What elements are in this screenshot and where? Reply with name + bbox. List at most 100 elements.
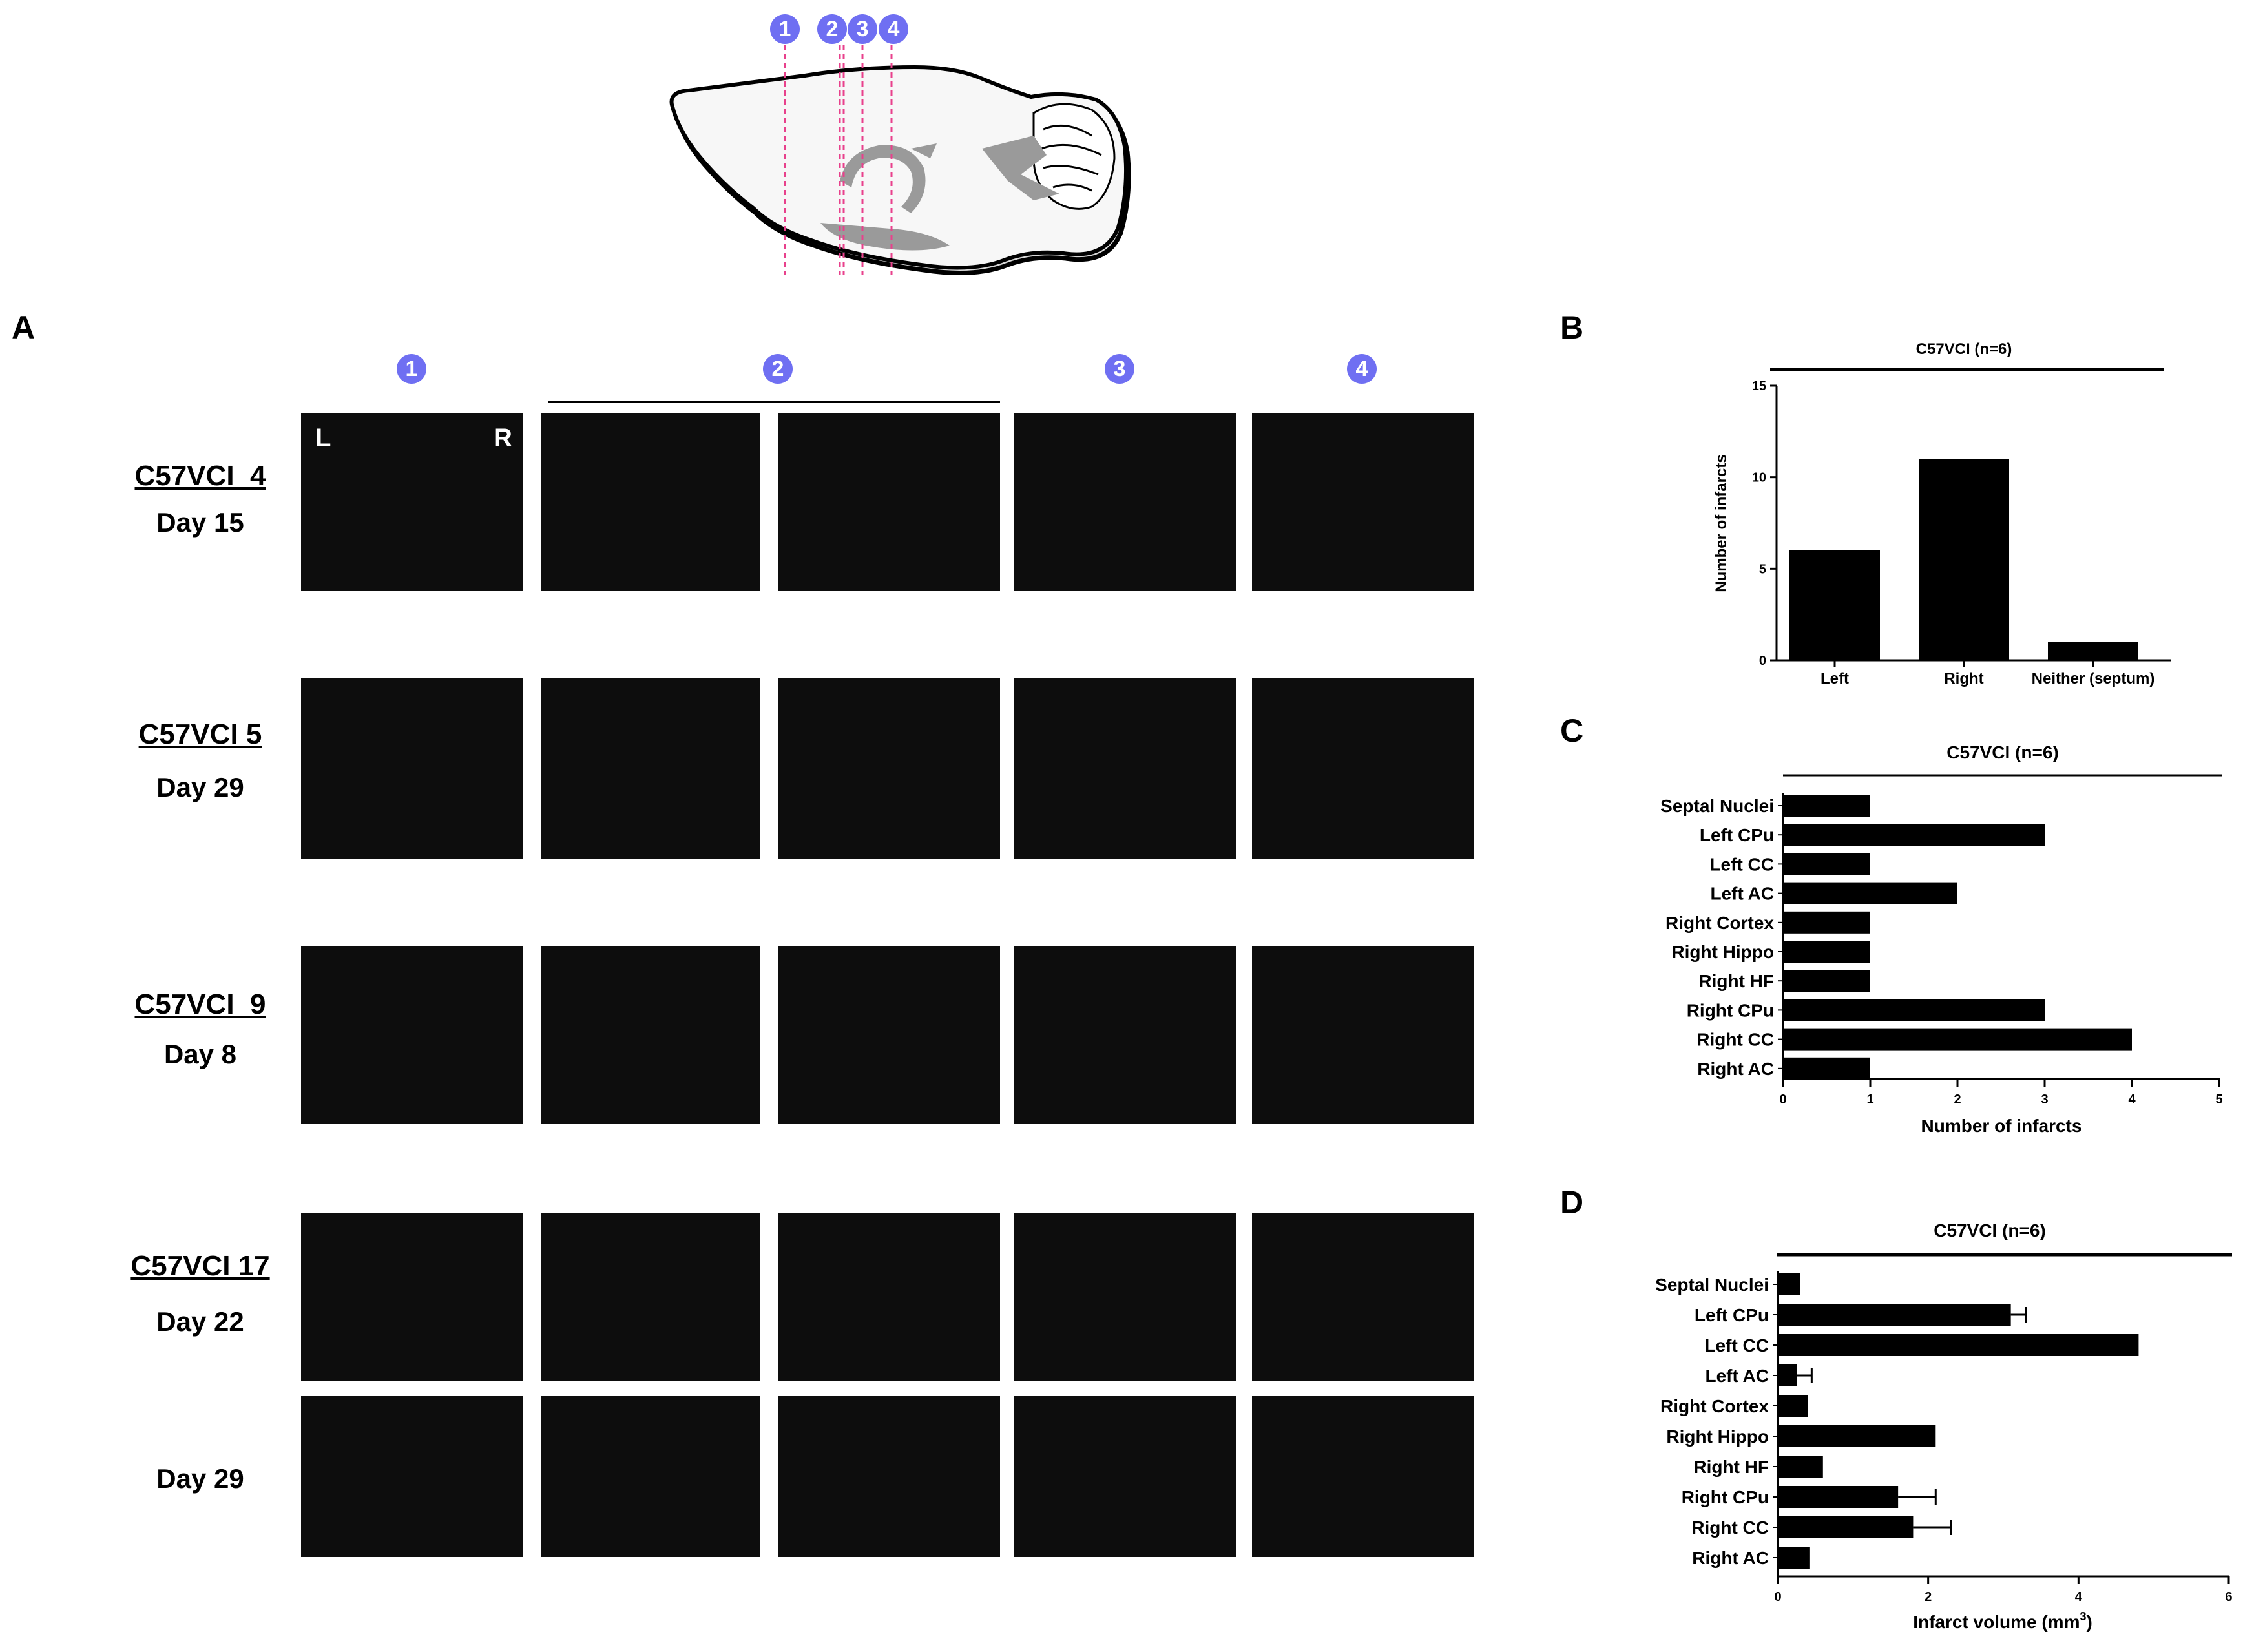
chart-c-bar [1783, 1028, 2132, 1051]
chart-c-bar [1783, 795, 1870, 817]
chart-c-category-label: Right HF [1698, 971, 1774, 991]
row-4-day: Day 22 [156, 1306, 244, 1337]
panel-label-d: D [1560, 1184, 1584, 1220]
mri-slice-row5-section1 [301, 1396, 523, 1557]
chart-c-bar [1783, 970, 1870, 992]
chart-c-xtick-label: 5 [2215, 1093, 2222, 1107]
chart-c-category-label: Right AC [1697, 1059, 1774, 1079]
chart-c-bar [1783, 824, 2045, 846]
mri-slice-row4-section2 [541, 1213, 760, 1381]
chart-c-xtick-label: 1 [1866, 1093, 1873, 1107]
chart-d-category-label: Right Hippo [1666, 1427, 1769, 1447]
mri-slice-row2-section1 [301, 678, 523, 859]
mri-slice-row5-section3 [778, 1396, 1000, 1557]
mri-slice-row3-section4 [1014, 946, 1236, 1124]
column-marker-3: 3 [1105, 354, 1134, 384]
chart-c-category-label: Right Cortex [1665, 913, 1774, 933]
row-1-mouse-id: C57VCI_4 [134, 460, 266, 492]
chart-d-xtick-label: 4 [2075, 1590, 2083, 1604]
chart-c-xtick-label: 0 [1779, 1093, 1786, 1107]
row-3-mouse-id: C57VCI_9 [134, 988, 266, 1020]
chart-b-ytick-label: 15 [1752, 379, 1766, 393]
row-1-day: Day 15 [156, 507, 244, 538]
chart-d-category-label: Right CPu [1682, 1487, 1769, 1507]
row-2-mouse-id: C57VCI 5 [138, 718, 262, 750]
chart-b-bar [2048, 642, 2138, 660]
mri-slice-row4-section5 [1252, 1213, 1474, 1381]
chart-d-title: C57VCI (n=6) [1934, 1220, 2046, 1240]
left-hemisphere-label: L [315, 424, 331, 452]
chart-c-category-label: Septal Nuclei [1660, 796, 1774, 816]
chart-c-bar [1783, 999, 2045, 1021]
row-3-day: Day 8 [163, 1039, 237, 1069]
mri-slice-row3-section3 [778, 946, 1000, 1124]
chart-d-bar [1778, 1486, 1899, 1508]
chart-b-category-label: Neither (septum) [2032, 670, 2155, 687]
section-marker-4: 4 [879, 14, 908, 44]
mri-slice-row1-section3 [778, 413, 1000, 591]
chart-d-category-label: Left AC [1705, 1366, 1769, 1386]
chart-c-xtick-label: 4 [2128, 1093, 2136, 1107]
chart-c-bar [1783, 941, 1870, 963]
chart-d-bar [1778, 1334, 2139, 1356]
column-marker-4: 4 [1347, 354, 1377, 384]
chart-d-bar [1778, 1456, 1823, 1478]
panel-label-c: C [1560, 713, 1584, 749]
row-5-day: Day 29 [156, 1463, 244, 1494]
chart-d-x-axis-label: Infarct volume (mm3) [1913, 1610, 2092, 1632]
mri-slice-row1-section4 [1014, 413, 1236, 591]
chart-c-category-label: Left CPu [1700, 825, 1774, 845]
chart-c-bar [1783, 882, 1957, 904]
chart-c-category-label: Right CC [1696, 1030, 1774, 1050]
mri-slice-row5-section4 [1014, 1396, 1236, 1557]
chart-c-title: C57VCI (n=6) [1946, 742, 2059, 762]
chart-d-bar [1778, 1395, 1808, 1417]
chart-b-category-label: Right [1944, 670, 1983, 687]
section-marker-3: 3 [848, 14, 877, 44]
panel-label-a: A [12, 309, 36, 346]
chart-d-category-label: Septal Nuclei [1655, 1275, 1769, 1295]
chart-d-xtick-label: 0 [1774, 1590, 1781, 1604]
chart-c-xtick-label: 3 [2041, 1093, 2048, 1107]
chart-c-category-label: Left AC [1710, 884, 1774, 904]
row-4-mouse-id: C57VCI 17 [130, 1250, 270, 1282]
mri-slice-row5-section5 [1252, 1396, 1474, 1557]
mri-slice-row2-section4 [1014, 678, 1236, 859]
mri-slice-row1-section1 [301, 413, 523, 591]
chart-d-bar [1778, 1516, 1914, 1538]
chart-b-title: C57VCI (n=6) [1916, 340, 2012, 358]
mri-slice-row3-section2 [541, 946, 760, 1124]
right-hemisphere-label: R [494, 424, 512, 452]
chart-c-bar [1783, 1057, 1870, 1080]
section-marker-1: 1 [770, 14, 800, 44]
chart-b-y-axis-label: Number of infarcts [1713, 454, 1730, 592]
mri-slice-row1-section2 [541, 413, 760, 591]
mri-slice-row2-section2 [541, 678, 760, 859]
chart-d-category-label: Left CC [1704, 1335, 1769, 1355]
chart-d-category-label: Left CPu [1695, 1305, 1769, 1325]
section-marker-2: 2 [817, 14, 847, 44]
chart-d-bar [1778, 1273, 1800, 1295]
chart-d-bar [1778, 1304, 2011, 1326]
chart-d-bar [1778, 1364, 1797, 1386]
chart-d-xtick-label: 6 [2225, 1590, 2232, 1604]
chart-b-bar [1789, 550, 1880, 660]
mri-slice-row2-section3 [778, 678, 1000, 859]
chart-c-xtick-label: 2 [1954, 1093, 1961, 1107]
chart-b-category-label: Left [1820, 670, 1849, 687]
chart-d-category-label: Right AC [1692, 1548, 1769, 1568]
chart-d-category-label: Right CC [1691, 1518, 1769, 1538]
chart-d-xtick-label: 2 [1925, 1590, 1932, 1604]
row-2-day: Day 29 [156, 772, 244, 802]
mri-slice-row4-section1 [301, 1213, 523, 1381]
chart-c-category-label: Right CPu [1687, 1000, 1774, 1020]
mri-slice-row1-section5 [1252, 413, 1474, 591]
chart-c-category-label: Right Hippo [1671, 942, 1774, 962]
mri-slice-row2-section5 [1252, 678, 1474, 859]
mri-slice-row4-section4 [1014, 1213, 1236, 1381]
mri-slice-row4-section3 [778, 1213, 1000, 1381]
chart-d-bar [1778, 1425, 1936, 1447]
